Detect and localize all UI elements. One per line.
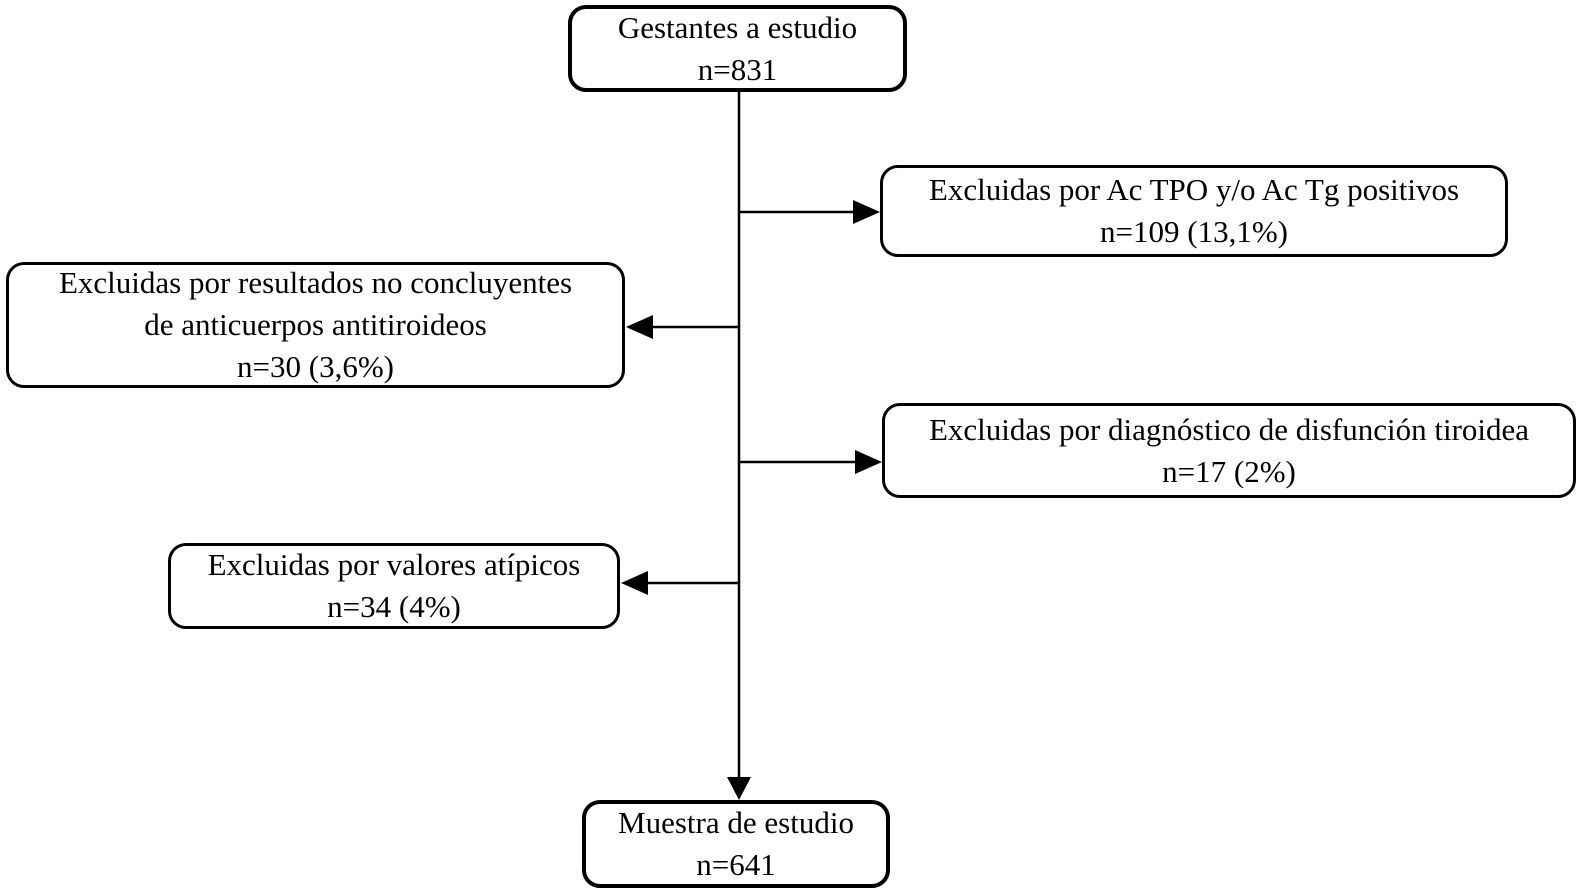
arrowhead-down-icon: [727, 777, 751, 800]
arrowhead-left-1-icon: [626, 315, 653, 339]
node-text-line: Excluidas por valores atípicos: [207, 547, 581, 582]
node-gestantes-a-estudio: Gestantes a estudio n=831: [568, 5, 907, 92]
node-count: n=17 (2%): [1162, 453, 1296, 489]
node-count: n=641: [696, 847, 776, 882]
node-muestra-de-estudio: Muestra de estudio n=641: [582, 800, 890, 888]
node-excluidas-disfuncion: Excluidas por diagnóstico de disfunción …: [882, 403, 1576, 498]
node-count: n=831: [697, 51, 778, 87]
node-text-line: de anticuerpos antitiroideos: [144, 307, 487, 342]
node-text-line: Gestantes a estudio: [617, 9, 858, 45]
node-count: n=34 (4%): [327, 589, 461, 624]
node-text-line: Excluidas por resultados no concluyentes: [58, 265, 573, 300]
node-excluidas-atipicos: Excluidas por valores atípicos n=34 (4%): [168, 543, 620, 629]
node-text-line: Excluidas por Ac TPO y/o Ac Tg positivos: [928, 172, 1460, 207]
arrowhead-right-2-icon: [855, 450, 882, 474]
node-count: n=109 (13,1%): [1100, 214, 1288, 249]
node-text-line: Excluidas por diagnóstico de disfunción …: [928, 411, 1530, 447]
node-excluidas-no-concluyentes: Excluidas por resultados no concluyentes…: [6, 262, 625, 388]
node-count: n=30 (3,6%): [237, 349, 394, 384]
arrowhead-left-2-icon: [621, 571, 648, 595]
node-excluidas-tpo: Excluidas por Ac TPO y/o Ac Tg positivos…: [880, 165, 1508, 257]
arrowhead-right-1-icon: [853, 200, 880, 224]
node-text-line: Muestra de estudio: [618, 805, 854, 840]
